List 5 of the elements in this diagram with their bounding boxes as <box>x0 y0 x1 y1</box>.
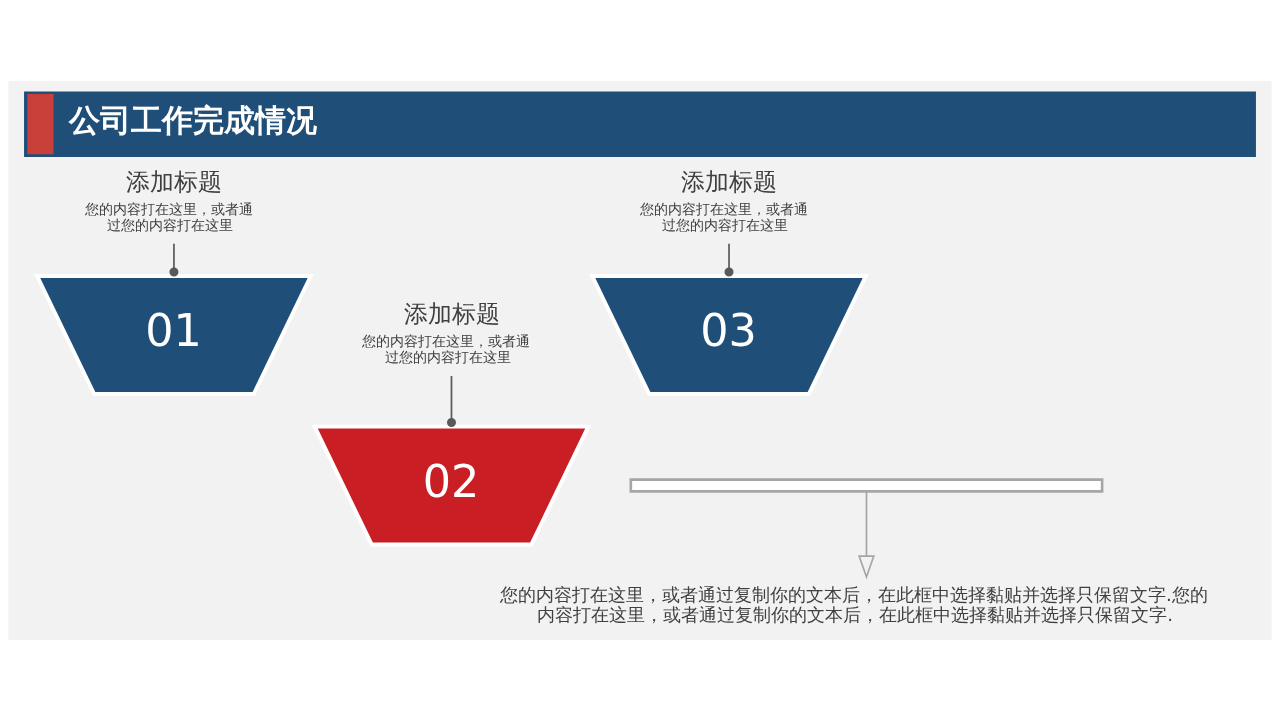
node-text: 添加标题 您的内容打在这里，或者通过您的内容打在这里 <box>640 167 808 233</box>
node-text: 添加标题 您的内容打在这里，或者通过您的内容打在这里 <box>362 299 531 365</box>
node-text: 添加标题 您的内容打在这里，或者通过您的内容打在这里 <box>84 167 253 233</box>
node-text: 您的内容打在这里，或者通过复制你的文本后，在此框中选择黏贴并选择只保留文字.您的内容打在这里，或者通过复制你的文本后，在此框中选择黏贴并选择只保留文字. <box>499 583 1208 625</box>
diagram-title: 公司工作完成情况 <box>69 101 318 138</box>
